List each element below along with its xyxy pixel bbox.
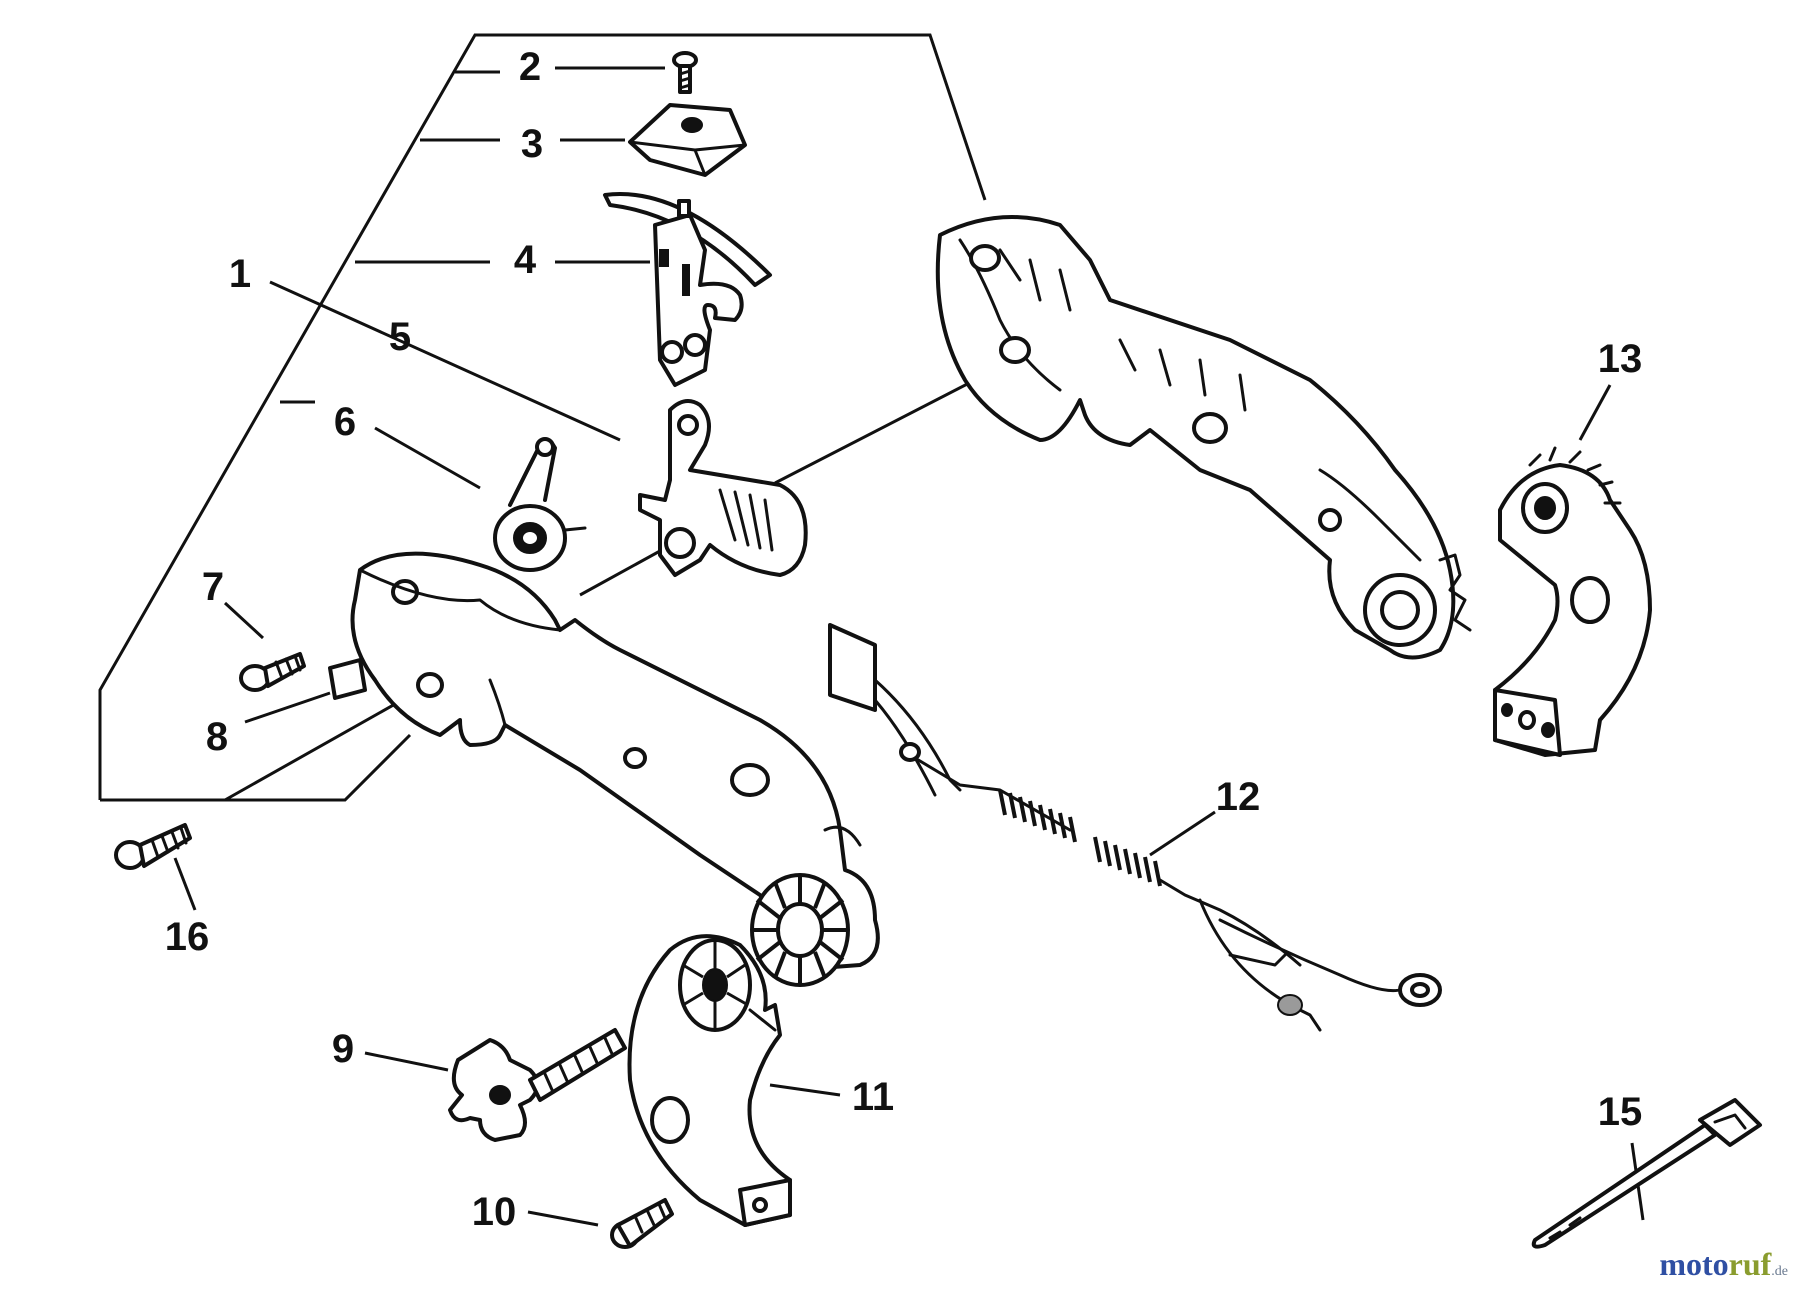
- watermark-text-a: moto: [1659, 1246, 1729, 1282]
- watermark-logo: motoruf.de: [1659, 1246, 1788, 1283]
- part-labels: 1 2 3 4 5 6 7 8 9 10 11 12 13 15 16: [165, 45, 1643, 1234]
- label-2: 2: [519, 45, 541, 89]
- handle-gear: [750, 873, 850, 987]
- label-15: 15: [1598, 1090, 1643, 1134]
- label-3: 3: [521, 122, 543, 166]
- label-6: 6: [334, 400, 356, 444]
- part-6-pulley: [493, 437, 587, 572]
- watermark-text-c: .de: [1771, 1264, 1788, 1279]
- part-11-clamp: [627, 934, 792, 1227]
- label-10: 10: [472, 1190, 517, 1234]
- part-9-knob: [448, 1028, 627, 1142]
- part-13-clamp: [1493, 446, 1652, 757]
- label-12: 12: [1216, 775, 1261, 819]
- part-4-trigger: [603, 192, 772, 387]
- label-11: 11: [852, 1075, 894, 1119]
- part-3-block: [628, 103, 747, 177]
- assembly-bracket-outline: [98, 33, 987, 802]
- part-8-pad: [328, 658, 367, 700]
- part-7-screw: [239, 652, 306, 692]
- part-15-cable-tie: [1531, 1098, 1762, 1249]
- label-5: 5: [389, 315, 411, 359]
- part-5-lever: [638, 399, 808, 577]
- label-1: 1: [229, 252, 251, 296]
- label-8: 8: [206, 715, 228, 759]
- handle-half-right: [935, 215, 1472, 660]
- label-7: 7: [202, 565, 224, 609]
- label-13: 13: [1598, 337, 1643, 381]
- label-4: 4: [514, 238, 537, 282]
- label-9: 9: [332, 1027, 354, 1071]
- part-16-screw: [114, 823, 192, 870]
- handle-half-left: [350, 551, 880, 970]
- part-2-screw: [672, 51, 698, 94]
- watermark-text-b: ruf: [1728, 1246, 1772, 1282]
- label-16: 16: [165, 915, 210, 959]
- part-12-cable: [828, 623, 1442, 1032]
- part-10-bolt: [610, 1198, 674, 1249]
